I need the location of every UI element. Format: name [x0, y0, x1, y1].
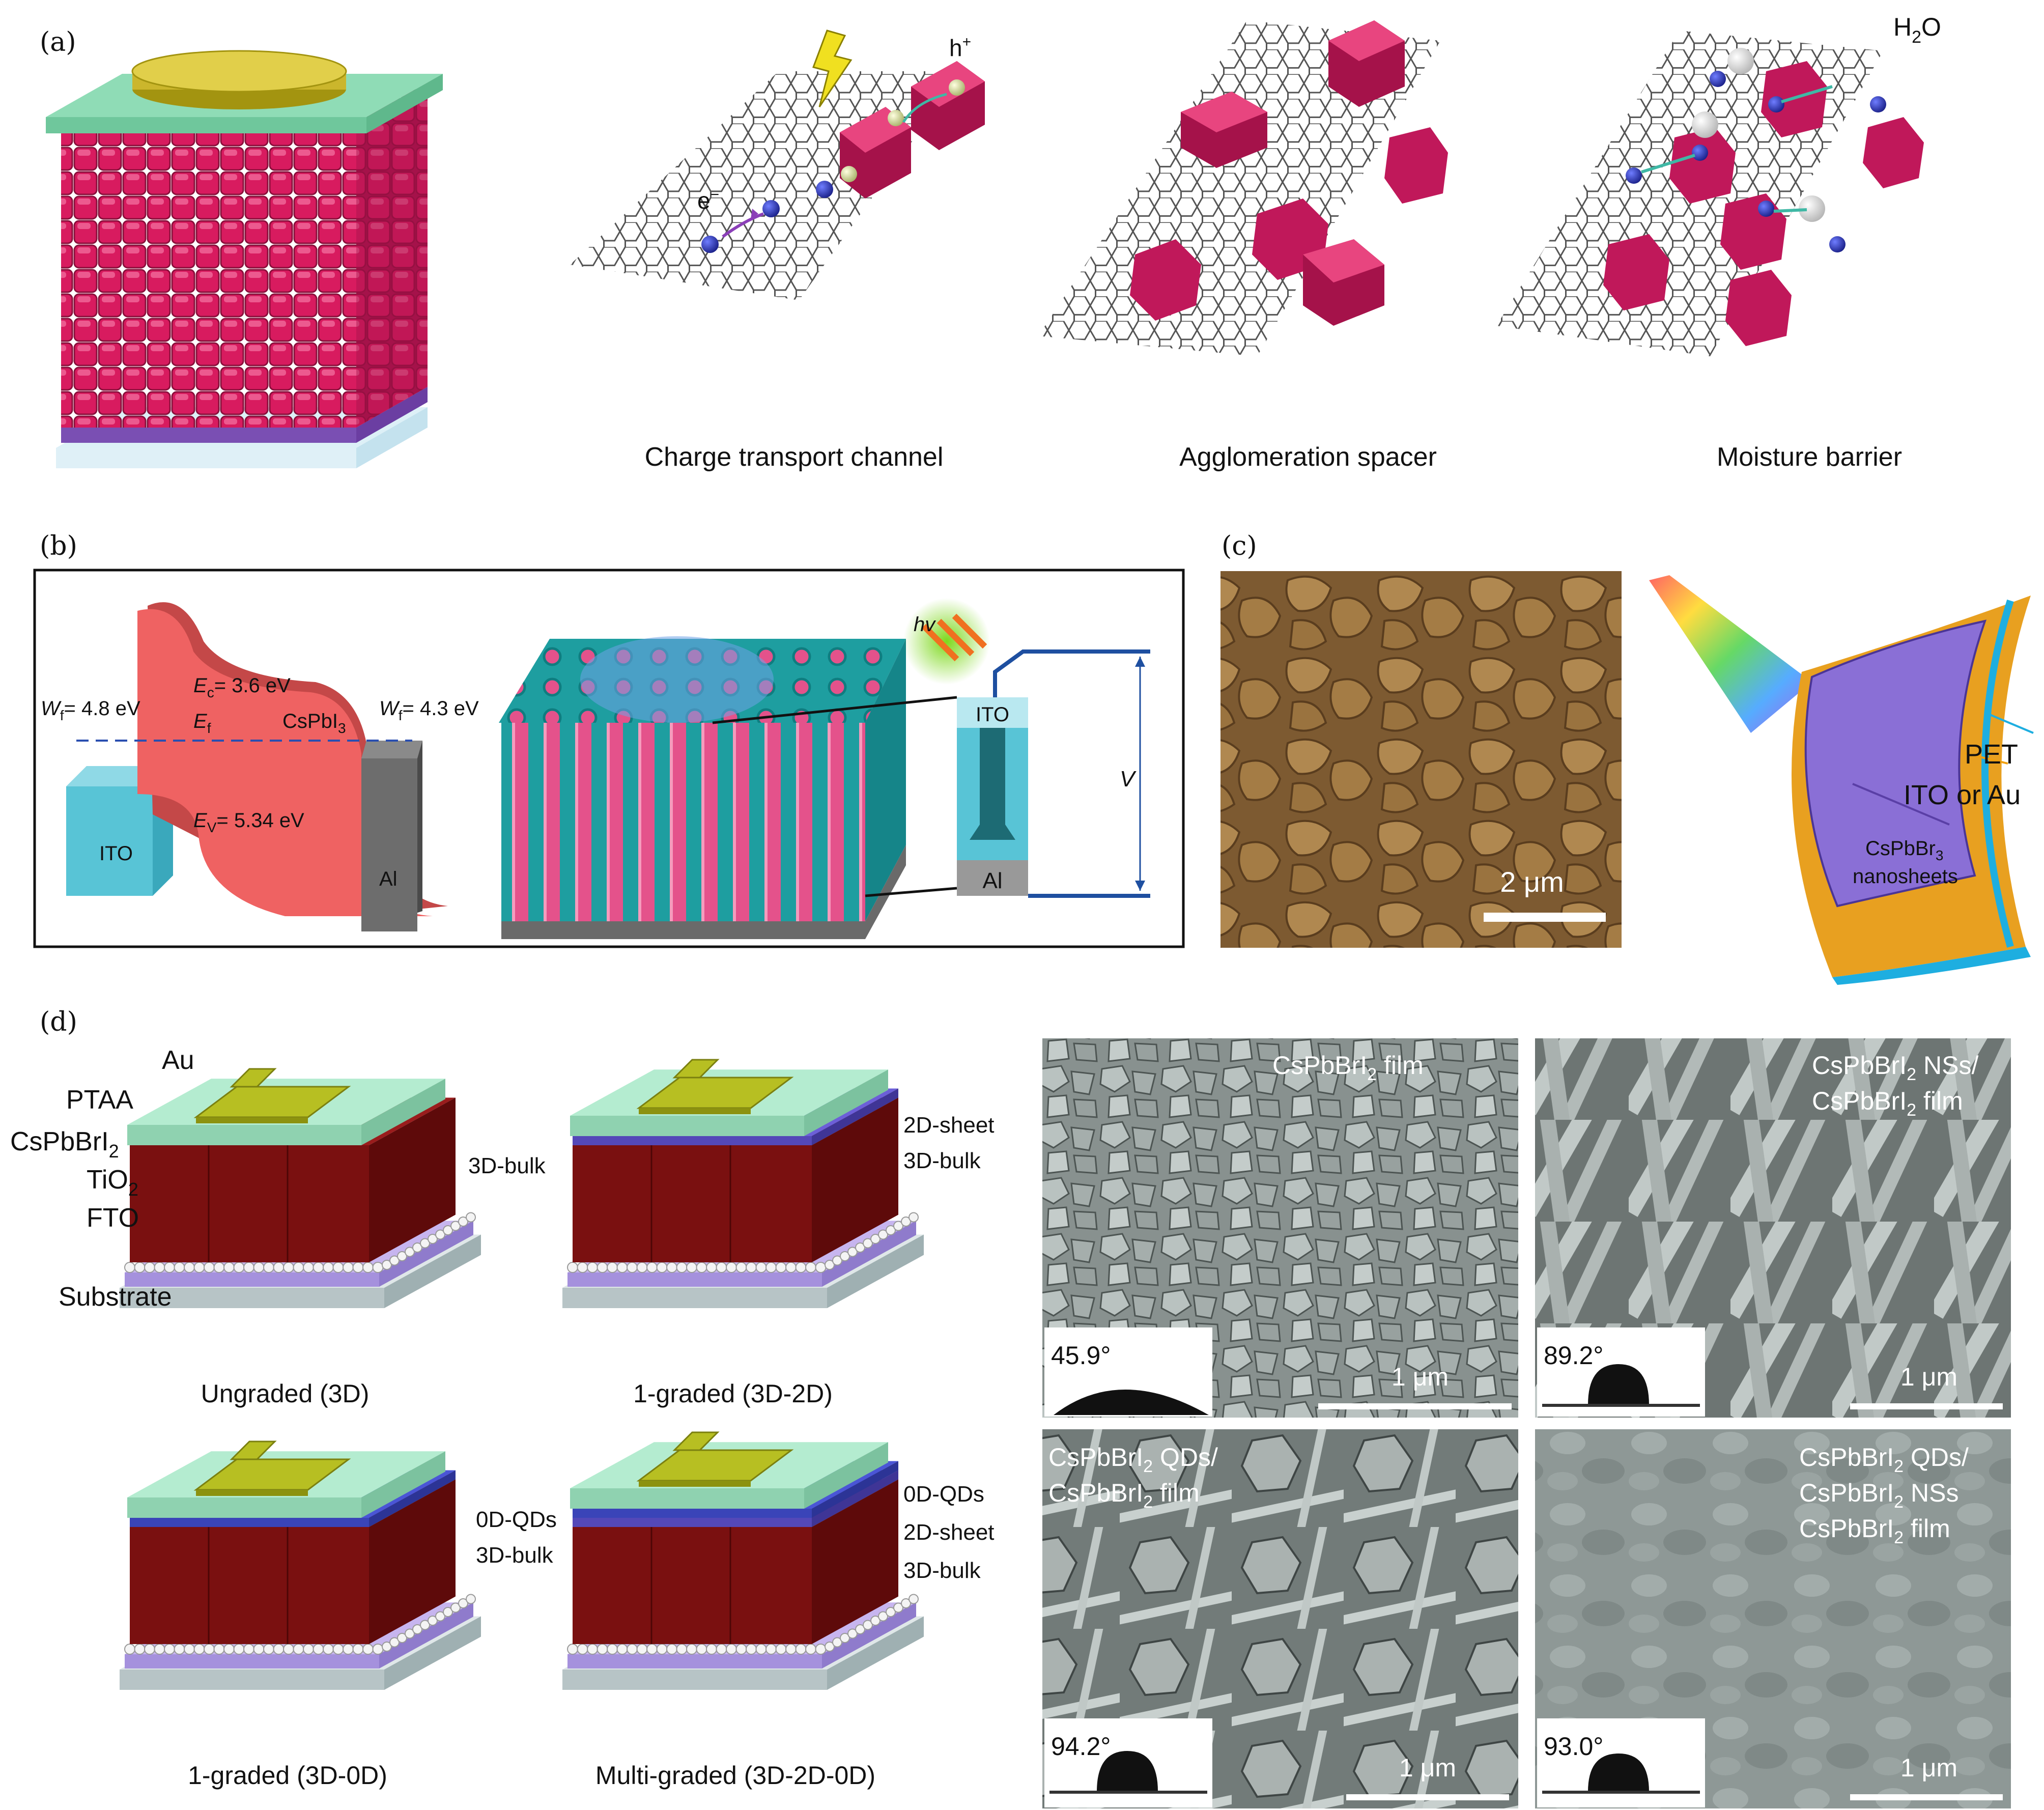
- nanosheet-label-2: nanosheets: [1853, 865, 1958, 888]
- al-label: Al: [379, 868, 398, 890]
- lightning-icon: [812, 30, 853, 107]
- ito-label: ITO: [99, 842, 133, 865]
- device-stack-4: [562, 1431, 924, 1690]
- sem-scale-4: 1 μm: [1900, 1754, 1957, 1782]
- electron-label: e−: [697, 186, 719, 214]
- angle-4: 93.0°: [1544, 1732, 1603, 1761]
- sem-title-4a: CsPbBrI2 QDs/: [1799, 1443, 1969, 1476]
- nanosheet-label: CsPbBr3: [1865, 837, 1943, 863]
- layer-ptaa: PTAA: [66, 1085, 133, 1115]
- device-al-label: Al: [982, 868, 1002, 893]
- sem-scale-1: 1 μm: [1392, 1363, 1449, 1391]
- label-bulk-4: 3D-bulk: [903, 1558, 981, 1583]
- sem-title-3a: CsPbBrI2 QDs/: [1048, 1443, 1218, 1476]
- layer-fto: FTO: [87, 1203, 139, 1233]
- graphene-sheet-charge-transport: e− h+: [570, 30, 985, 300]
- angle-2: 89.2°: [1544, 1341, 1603, 1370]
- nanowire-array: [499, 636, 957, 939]
- sem-title-3b: CsPbBrI2 film: [1048, 1479, 1200, 1512]
- sem-title-4b: CsPbBrI2 NSs: [1799, 1479, 1958, 1512]
- panel-a-label: (a): [40, 27, 76, 58]
- caption-agglomeration: Agglomeration spacer: [1179, 442, 1437, 472]
- panel-d: (d) Au PTAA CsPbBrI2 TiO2 FTO Substrate …: [10, 1007, 2011, 1808]
- pet-label: PET: [1965, 739, 2018, 770]
- panel-c-label: (c): [1222, 531, 1257, 561]
- graphene-sheet-moisture: H2O: [1496, 13, 1941, 356]
- caption-1graded-0d: 1-graded (3D-0D): [188, 1761, 387, 1790]
- device-stack-2: [562, 1059, 924, 1308]
- label-bulk-2: 3D-bulk: [903, 1148, 981, 1173]
- caption-moisture: Moisture barrier: [1717, 442, 1902, 472]
- perovskite-cube-stack: [46, 50, 443, 468]
- ev-label: EV= 5.34 eV: [193, 809, 304, 835]
- scale-bar-c: [1484, 913, 1606, 922]
- panel-b-frame: [33, 569, 1185, 948]
- wf-right-label: Wf= 4.3 eV: [379, 697, 479, 723]
- water-label: H2O: [1893, 13, 1941, 47]
- contact-angle-insets: [1044, 1327, 1705, 1807]
- caption-charge-transport: Charge transport channel: [645, 442, 944, 472]
- device-stack-3: [120, 1440, 481, 1690]
- panel-c: (c) 2 μm PET ITO or Au CsPbBr3 nanosheet…: [1220, 531, 2034, 985]
- light-arrows-icon: [921, 613, 987, 662]
- hole-label: h+: [949, 34, 971, 61]
- hv-label: hv: [914, 613, 936, 636]
- graded-devices: [120, 1059, 924, 1690]
- sem-scale-3: 1 μm: [1399, 1754, 1456, 1782]
- layer-au: Au: [162, 1045, 194, 1075]
- label-qds-3: 0D-QDs: [476, 1507, 557, 1532]
- ec-label: Ec= 3.6 eV: [193, 674, 291, 700]
- caption-1graded-2d: 1-graded (3D-2D): [633, 1379, 833, 1408]
- caption-ungraded: Ungraded (3D): [201, 1379, 370, 1408]
- band-diagram: Ec= 3.6 eV Ef CsPbI3 EV= 5.34 eV Wf= 4.8…: [41, 602, 479, 931]
- device-ito-label: ITO: [976, 703, 1009, 726]
- layer-substrate: Substrate: [59, 1282, 172, 1312]
- sem-title-2b: CsPbBrI2 film: [1812, 1087, 1963, 1120]
- label-bulk-1: 3D-bulk: [468, 1153, 546, 1178]
- panel-b-label: (b): [40, 531, 77, 561]
- ef-label: Ef: [193, 710, 211, 736]
- device-stack-1: [120, 1068, 481, 1308]
- label-qds-4: 0D-QDs: [903, 1482, 984, 1507]
- sem-image-c: [1220, 571, 1622, 948]
- flexible-device: PET ITO or Au CsPbBr3 nanosheets: [1649, 575, 2034, 985]
- electrode-label: ITO or Au: [1904, 780, 2021, 810]
- wf-left-label: Wf= 4.8 eV: [41, 697, 140, 723]
- graphene-sheet-agglomeration: [1038, 20, 1448, 356]
- panel-a: (a): [40, 13, 1941, 472]
- single-device: ITO Al V hv: [903, 598, 1150, 898]
- material-label: CsPbI3: [282, 710, 346, 736]
- layer-cspb: CsPbBrI2: [10, 1127, 119, 1162]
- panel-d-label: (d): [40, 1007, 77, 1037]
- label-sheet-2: 2D-sheet: [903, 1113, 995, 1138]
- voltage-label: V: [1120, 767, 1137, 791]
- sem-title-2a: CsPbBrI2 NSs/: [1812, 1051, 1978, 1084]
- sem-scale-bars: [1318, 1403, 2003, 1800]
- sem-scale-2: 1 μm: [1900, 1363, 1957, 1391]
- label-bulk-3: 3D-bulk: [476, 1543, 554, 1568]
- layer-tio: TiO2: [87, 1165, 138, 1200]
- angle-1: 45.9°: [1051, 1341, 1111, 1370]
- scale-label-c: 2 μm: [1500, 866, 1564, 898]
- sem-title-4c: CsPbBrI2 film: [1799, 1514, 1950, 1547]
- panel-b: (b) Ec= 3.6 eV Ef CsPbI3 EV= 5.34 eV Wf=…: [33, 531, 1185, 948]
- caption-multigraded: Multi-graded (3D-2D-0D): [595, 1761, 875, 1790]
- label-sheet-4: 2D-sheet: [903, 1520, 995, 1545]
- sem-title-1: CsPbBrI2 film: [1272, 1051, 1424, 1084]
- angle-3: 94.2°: [1051, 1732, 1111, 1761]
